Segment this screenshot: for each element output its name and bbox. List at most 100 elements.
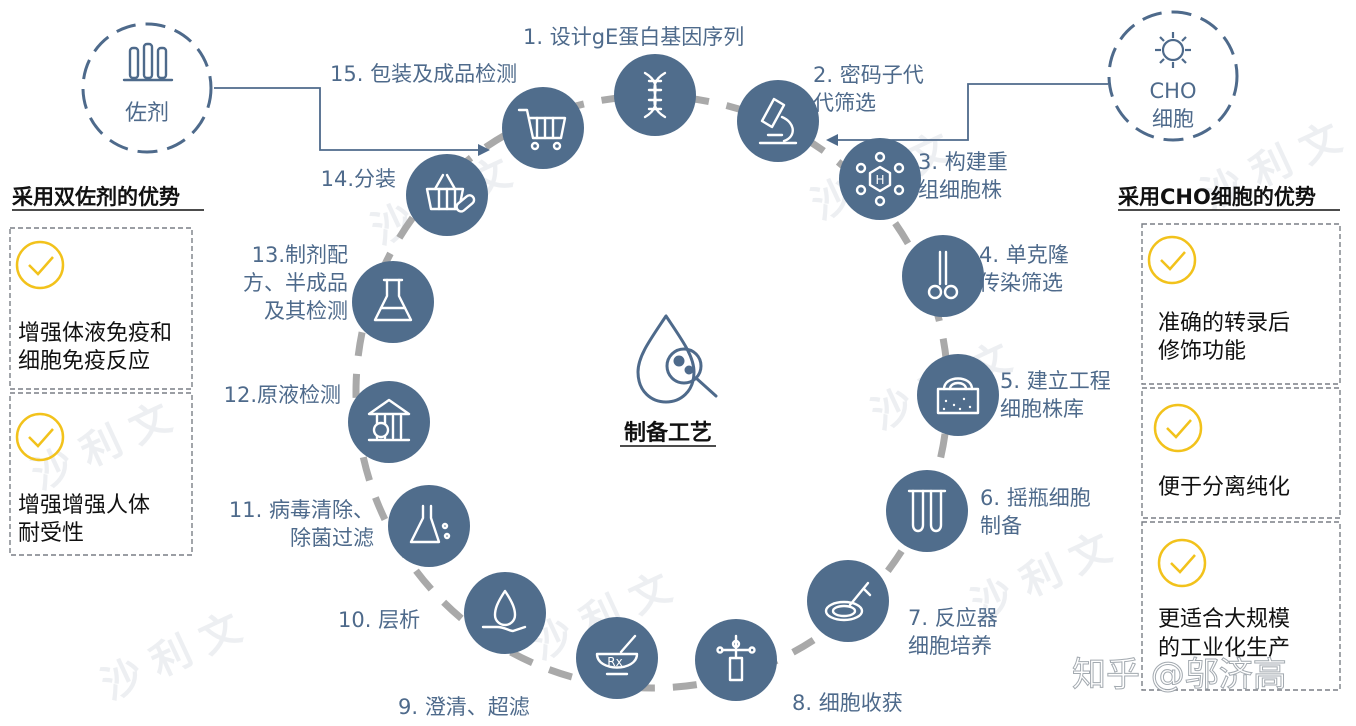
harvest-icon [716,634,756,682]
step-label-line: 3. 构建重 [918,150,1008,174]
step-label-8: 8. 细胞收获 [792,691,903,715]
step-label-line: 11. 病毒清除、 [229,498,374,522]
cho-cell-badge: CHO 细胞 [1107,10,1239,142]
step-node-4 [902,235,984,317]
microscope-icon [758,97,798,145]
drop-hand-icon [481,589,527,633]
center-group: 制备工艺 [620,314,718,447]
step-node-14 [406,154,488,236]
flask-pour-icon [409,504,451,544]
cho-label-line1: CHO [1150,79,1197,103]
step-label-line: 4. 单克隆 [979,243,1069,267]
check-icon [15,412,65,462]
center-title: 制备工艺 [624,420,712,446]
right-advantage-3-line2: 的工业化生产 [1158,636,1290,661]
step-label-line: 9. 澄清、超滤 [398,695,530,719]
forceps-icon [927,250,959,300]
step-node-circle [902,235,984,317]
right-advantage-3-line1: 更适合大规模 [1158,607,1290,632]
source-watermark: 知乎 @邬济高 [1072,655,1287,695]
step-node-13 [352,261,434,343]
step-label-line: 组细胞株 [918,178,1002,202]
cho-arrowhead [826,134,838,146]
step-node-9: Rx [576,617,658,699]
step-node-circle [388,485,470,567]
step-label-line: 14.分装 [321,167,396,191]
step-label-line: 15. 包装及成品检测 [330,62,517,86]
step-label-line: 8. 细胞收获 [792,691,903,715]
virus-icon [1155,32,1191,68]
basket-pill-icon [425,173,476,213]
step-label-2: 2. 密码子代代筛选 [813,63,924,115]
check-icon [1153,403,1203,453]
right-advantage-box [1141,387,1341,519]
step-node-12 [348,381,430,463]
watermark-brand: 沙 利 文 [95,605,248,709]
molecule-icon: H [855,151,905,207]
adjuvant-badge: 佐剂 [81,22,213,154]
step-label-3: 3. 构建重组细胞株 [918,150,1008,202]
cho-label-line2: 细胞 [1152,107,1194,131]
step-label-7: 7. 反应器细胞培养 [908,606,998,658]
left-advantage-box [9,392,193,556]
step-node-15 [502,87,584,169]
step-node-2 [737,80,819,162]
step-node-6 [886,470,968,552]
step-label-14: 14.分装 [321,167,396,191]
right-advantage-panel: 采用CHO细胞的优势 准确的转录后 修饰功能 便于分离纯化 更适合大规模 的工业… [1118,185,1341,691]
dna-icon [643,71,667,119]
left-advantage-1-line2: 细胞免疫反应 [18,349,150,374]
left-advantage-1-line1: 增强体液免疫和 [18,321,172,346]
step-label-6: 6. 摇瓶细胞制备 [980,486,1091,538]
step-label-line: 制备 [980,514,1022,538]
step-node-8 [695,619,777,701]
right-advantage-box [1141,223,1341,385]
cho-arrow [836,83,1108,141]
step-label-line: 10. 层析 [338,608,420,632]
step-label-line: 7. 反应器 [908,606,998,630]
left-advantage-panel: 采用双佐剂的优势 增强体液免疫和 细胞免疫反应 增强增强人体 耐受性 [9,185,204,556]
test-tubes-icon [907,489,947,533]
step-label-line: 2. 密码子代 [813,63,924,87]
cart-icon [517,108,567,151]
step-node-circle [348,381,430,463]
left-advantage-2-line2: 耐受性 [18,521,84,546]
mortar-icon: Rx [595,634,639,676]
step-node-1 [614,54,696,136]
left-advantage-box [9,227,193,390]
step-node-circle [839,138,921,220]
step-label-line: 细胞培养 [908,634,992,658]
right-advantage-box [1141,521,1341,691]
check-icon [1147,235,1197,285]
step-node-circle [917,354,999,436]
step-node-circle [695,619,777,701]
step-label-line: 传染筛选 [979,271,1063,295]
step-label-line: 13.制剂配 [252,243,348,267]
adjuvant-arrowhead [478,144,490,156]
step-label-line: 细胞株库 [1000,397,1084,421]
step-node-circle [576,617,658,699]
step-label-13: 13.制剂配方、半成品及其检测 [243,243,348,323]
step-label-line: 12.原液检测 [224,383,341,407]
adjuvant-arrow [214,87,480,151]
cell-bank-icon [936,377,980,415]
step-label-9: 9. 澄清、超滤 [398,695,530,719]
step-node-10 [464,572,546,654]
step-label-line: 6. 摇瓶细胞 [980,486,1091,510]
step-label-12: 12.原液检测 [224,383,341,407]
petri-dish-icon [824,581,872,622]
bank-icon [367,398,411,442]
step-label-line: 代筛选 [813,91,876,115]
step-label-15: 15. 包装及成品检测 [330,62,517,86]
step-node-7 [807,560,889,642]
right-advantage-1-line2: 修饰功能 [1158,339,1246,364]
step-node-circle [737,80,819,162]
step-label-1: 1. 设计gE蛋白基因序列 [523,25,744,49]
right-panel-heading: 采用CHO细胞的优势 [1118,185,1316,209]
step-label-line: 方、半成品 [243,271,348,295]
right-advantage-2-line1: 便于分离纯化 [1158,475,1290,500]
svg-text:H: H [875,173,884,187]
step-label-11: 11. 病毒清除、除菌过滤 [229,498,374,550]
left-panel-heading: 采用双佐剂的优势 [12,185,180,209]
